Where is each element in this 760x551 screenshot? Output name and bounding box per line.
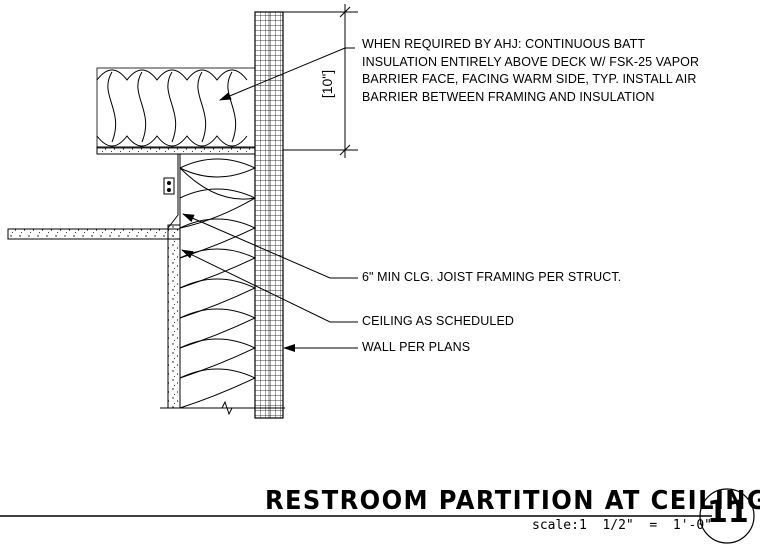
note-insulation-line-3: BARRIER FACE, FACING WARM SIDE, TYP. INS… [362, 72, 697, 86]
leader-ceiling [181, 249, 358, 323]
dimension-label: [10"] [319, 69, 335, 99]
leader-joist [182, 213, 358, 279]
detail-scale: scale:1 1/2" = 1'-0" [532, 518, 713, 533]
ceiling [7, 228, 181, 240]
leader-insulation [219, 47, 355, 101]
dimension-line [283, 4, 358, 158]
note-insulation-line-2: INSULATION ENTIRELY ABOVE DECK W/ FSK-25… [362, 54, 700, 69]
deck [96, 146, 256, 155]
detail-number: 11 [707, 495, 749, 530]
note-insulation-line-4: BARRIER BETWEEN FRAMING AND INSULATION [362, 89, 655, 104]
gypsum-board [167, 224, 181, 409]
break-line [160, 400, 285, 416]
note-insulation: WHEN REQUIRED BY AHJ: CONTINUOUS BATT IN… [362, 36, 699, 106]
note-insulation-line-1: WHEN REQUIRED BY AHJ: CONTINUOUS BATT [362, 37, 646, 51]
title-block-lines [0, 488, 755, 544]
partition-insulation [179, 153, 257, 409]
note-joist: 6" MIN CLG. JOIST FRAMING PER STRUCT. [362, 270, 622, 284]
wall-section [254, 11, 284, 419]
batt-insulation-above-deck [96, 67, 256, 149]
detail-title: RESTROOM PARTITION AT CEILING [265, 486, 760, 516]
joist-bracket [163, 154, 179, 229]
note-wall: WALL PER PLANS [362, 340, 471, 354]
note-ceiling: CEILING AS SCHEDULED [362, 314, 515, 328]
